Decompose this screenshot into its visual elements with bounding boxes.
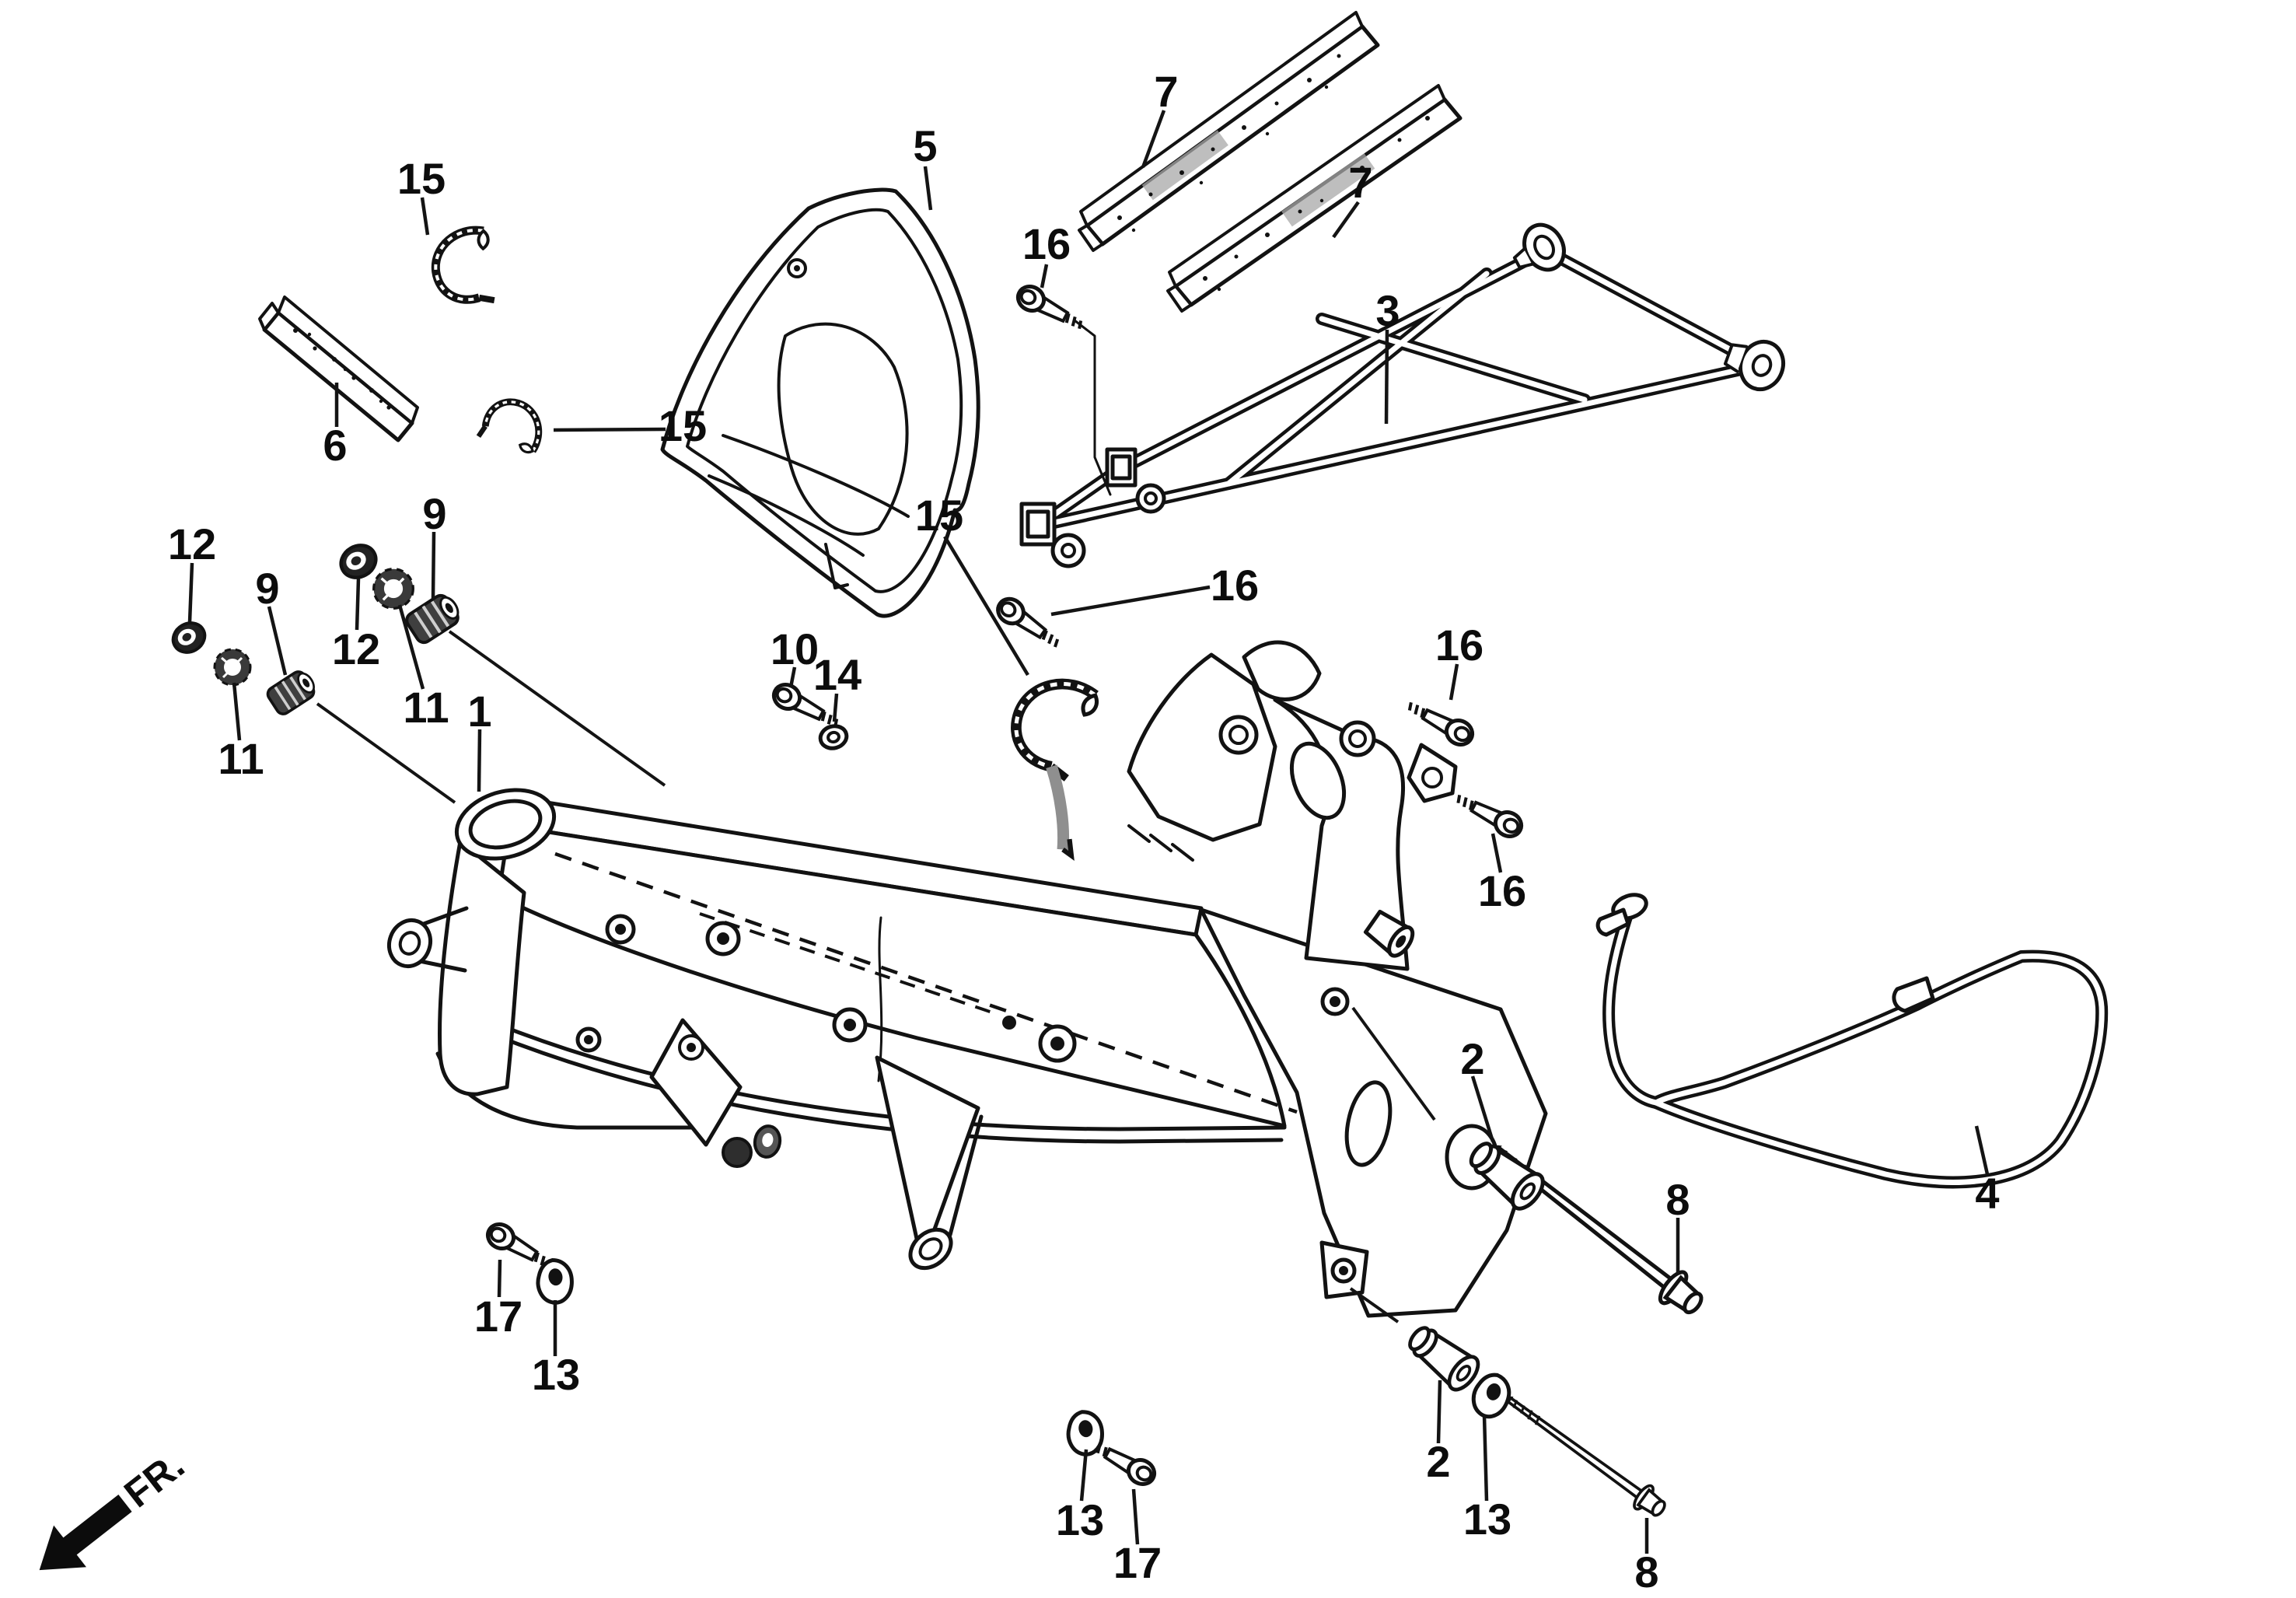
part-label-2: 2 — [1460, 1034, 1484, 1083]
leader-line-1 — [477, 729, 482, 792]
nut-12-left — [166, 615, 212, 660]
bolt-16-top — [1014, 282, 1087, 336]
leader-line-16 — [1050, 585, 1211, 617]
leader-line-4 — [1974, 1125, 1990, 1175]
fr-label: FR. — [116, 1443, 192, 1516]
main-frame — [387, 640, 1548, 1318]
leader-line-17 — [497, 1259, 502, 1298]
leader-line-13 — [1079, 1449, 1089, 1502]
leader-line-11 — [232, 682, 242, 741]
part-label-7: 7 — [1348, 158, 1372, 207]
long-bolt-8-lower — [1497, 1386, 1672, 1524]
part-label-12: 12 — [168, 519, 216, 568]
leader-line-3 — [1384, 329, 1389, 425]
rear-subframe — [1019, 222, 1785, 803]
part-label-7: 7 — [1154, 67, 1178, 116]
nut-12-right — [335, 539, 382, 583]
spacer-2-lower — [1403, 1320, 1484, 1395]
part-label-2: 2 — [1426, 1437, 1450, 1486]
wire-clamp-15-left — [477, 397, 543, 454]
part-label-14: 14 — [813, 650, 861, 699]
part-label-1: 1 — [467, 687, 491, 736]
foam-strip-6 — [258, 295, 419, 442]
part-label-17: 17 — [1113, 1538, 1162, 1587]
wire-clamp-15-center — [988, 674, 1112, 862]
leader-line-16 — [1490, 833, 1503, 873]
leader-line-12 — [187, 562, 194, 623]
leader-line-15 — [553, 427, 666, 432]
part-label-4: 4 — [1975, 1169, 1999, 1218]
bush-9-left — [264, 666, 321, 719]
bolt-16-left — [993, 594, 1064, 653]
leader-line-5 — [923, 166, 933, 211]
leader-line-2 — [1436, 1379, 1442, 1444]
lock-washer-11-left — [215, 649, 250, 685]
part-label-6: 6 — [323, 421, 347, 470]
part-label-3: 3 — [1375, 286, 1400, 335]
part-label-13: 13 — [1056, 1495, 1104, 1544]
part-label-16: 16 — [1211, 561, 1259, 610]
leader-line-12 — [355, 578, 361, 631]
subframe-clevis — [1407, 743, 1458, 803]
part-label-16: 16 — [1022, 219, 1071, 268]
washer-14 — [818, 724, 849, 750]
leader-line-14 — [832, 693, 839, 722]
part-label-11: 11 — [403, 683, 449, 732]
part-label-8: 8 — [1665, 1175, 1690, 1224]
leader-line-9 — [267, 606, 288, 676]
engine-guard-loop — [1595, 893, 2109, 1189]
leader-line-13 — [1482, 1414, 1489, 1502]
part-label-17: 17 — [474, 1292, 522, 1341]
part-label-15: 15 — [397, 154, 446, 203]
part-label-15: 15 — [659, 401, 707, 450]
leader-line-7 — [1332, 201, 1360, 239]
wire-clamp-15-top — [428, 226, 502, 312]
bolt-16-right-upper — [1404, 695, 1477, 749]
front-direction-arrow: FR. — [39, 1443, 192, 1571]
seat-cowl — [660, 187, 980, 618]
leader-line-2 — [1470, 1075, 1495, 1142]
leader-line-16 — [1040, 264, 1049, 288]
part-label-16: 16 — [1435, 621, 1483, 670]
leader-line-7 — [1141, 110, 1166, 168]
part-label-8: 8 — [1634, 1547, 1658, 1596]
part-label-9: 9 — [422, 489, 446, 538]
part-label-13: 13 — [532, 1350, 580, 1399]
leader-line-9 — [431, 531, 436, 600]
part-label-5: 5 — [913, 121, 937, 170]
foam-strip-7-lower — [1166, 84, 1463, 313]
leader-line-17 — [1131, 1488, 1140, 1545]
label-leader-lines — [187, 110, 1990, 1554]
leader-line-16 — [1449, 663, 1459, 701]
foam-strip-7-upper — [1078, 11, 1380, 252]
lock-washer-11-right — [374, 569, 414, 609]
leader-line-15 — [420, 197, 430, 236]
bolt-16-top-link-line — [1073, 319, 1112, 496]
leader-line-11 — [397, 604, 425, 690]
part-label-16: 16 — [1478, 866, 1526, 915]
part-label-9: 9 — [255, 564, 279, 613]
part-label-13: 13 — [1463, 1495, 1511, 1544]
leader-line-10 — [788, 666, 797, 688]
assembly-axis-lines — [316, 630, 1436, 1324]
part-label-11: 11 — [218, 734, 264, 783]
part-label-10: 10 — [771, 624, 819, 673]
part-label-15: 15 — [915, 491, 963, 540]
part-label-12: 12 — [332, 624, 380, 673]
eye-washer-13-right — [1470, 1371, 1513, 1421]
bolt-16-right-lower — [1452, 788, 1525, 841]
leader-line-15 — [943, 535, 1029, 677]
